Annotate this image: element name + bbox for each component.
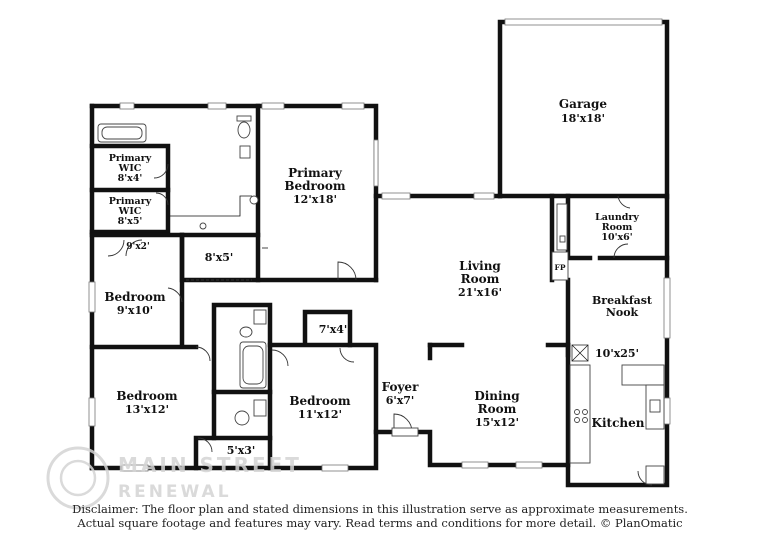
room-primary-bedroom: Primary Bedroom 12'x18': [284, 166, 345, 206]
closet-8x5-dims: 8'x5': [205, 251, 234, 264]
room-bedroom-9x10: Bedroom 9'x10': [104, 290, 165, 317]
primary-bedroom-name-1: Primary: [288, 166, 343, 180]
closet-7x4-dims: 7'x4': [319, 323, 348, 336]
disclaimer-line-1: Disclaimer: The floor plan and stated di…: [72, 502, 688, 516]
primary-wic-a-name-2: WIC: [118, 163, 142, 174]
room-living: Living Room 21'x16': [458, 259, 502, 299]
room-laundry: Laundry Room 10'x6': [595, 212, 639, 243]
primary-wic-b-dims: 8'x5': [118, 216, 143, 227]
primary-wic-b-name-1: Primary: [109, 196, 152, 207]
kitchen-name: Kitchen: [592, 416, 645, 430]
laundry-dims: 10'x6': [601, 232, 632, 243]
windows: [88, 18, 671, 472]
dining-name-2: Room: [478, 402, 517, 416]
bedroom-11x12-dims: 11'x12': [298, 408, 342, 421]
room-dining: Dining Room 15'x12': [474, 389, 520, 429]
room-breakfast-nook: Breakfast Nook 10'x25': [592, 294, 653, 360]
primary-wic-a-dims: 8'x4': [118, 173, 143, 184]
bedroom-9x10-dims: 9'x10': [117, 304, 153, 317]
watermark-line1: MAIN STREET: [118, 453, 302, 477]
closet-5x3-dims: 5'x3': [227, 444, 256, 457]
foyer-name: Foyer: [382, 380, 419, 394]
laundry-name-2: Room: [602, 222, 633, 233]
fixtures: [97, 115, 665, 485]
laundry-name-1: Laundry: [595, 212, 639, 223]
primary-bedroom-name-2: Bedroom: [284, 179, 345, 193]
foyer-dims: 6'x7': [386, 394, 415, 407]
room-garage: Garage 18'x18': [559, 97, 608, 125]
closet-9x2-dims: 9'x2': [126, 242, 149, 252]
room-primary-wic-b: Primary WIC 8'x5': [109, 196, 152, 227]
disclaimer-line-2: Actual square footage and features may v…: [77, 516, 683, 530]
living-room-name-1: Living: [459, 259, 501, 273]
dining-name-1: Dining: [474, 389, 520, 403]
garage-name: Garage: [559, 97, 608, 111]
watermark-logo-icon: [46, 446, 110, 510]
watermark-line2: RENEWAL: [118, 482, 232, 502]
bedroom-11x12-name: Bedroom: [289, 394, 350, 408]
primary-wic-a-name-1: Primary: [109, 153, 152, 164]
garage-dims: 18'x18': [561, 112, 605, 125]
breakfast-nook-dims: 10'x25': [595, 347, 639, 360]
watermark: MAIN STREET RENEWAL: [46, 446, 302, 510]
breakfast-nook-name-2: Nook: [606, 306, 639, 319]
bedroom-9x10-name: Bedroom: [104, 290, 165, 304]
room-bedroom-13x12: Bedroom 13'x12': [116, 389, 177, 416]
doors: [107, 163, 653, 486]
room-foyer: Foyer 6'x7': [382, 380, 419, 407]
fireplace-label: FP: [555, 263, 566, 272]
room-bedroom-11x12: Bedroom 11'x12': [289, 394, 350, 421]
bedroom-13x12-name: Bedroom: [116, 389, 177, 403]
room-primary-wic-a: Primary WIC 8'x4': [109, 153, 152, 184]
breakfast-nook-name-1: Breakfast: [592, 294, 653, 307]
primary-bedroom-dims: 12'x18': [293, 193, 337, 206]
primary-wic-b-name-2: WIC: [118, 206, 142, 217]
dining-dims: 15'x12': [475, 416, 519, 429]
living-room-name-2: Room: [461, 272, 500, 286]
interior-walls: [89, 103, 670, 471]
bedroom-13x12-dims: 13'x12': [125, 403, 169, 416]
living-room-dims: 21'x16': [458, 286, 502, 299]
